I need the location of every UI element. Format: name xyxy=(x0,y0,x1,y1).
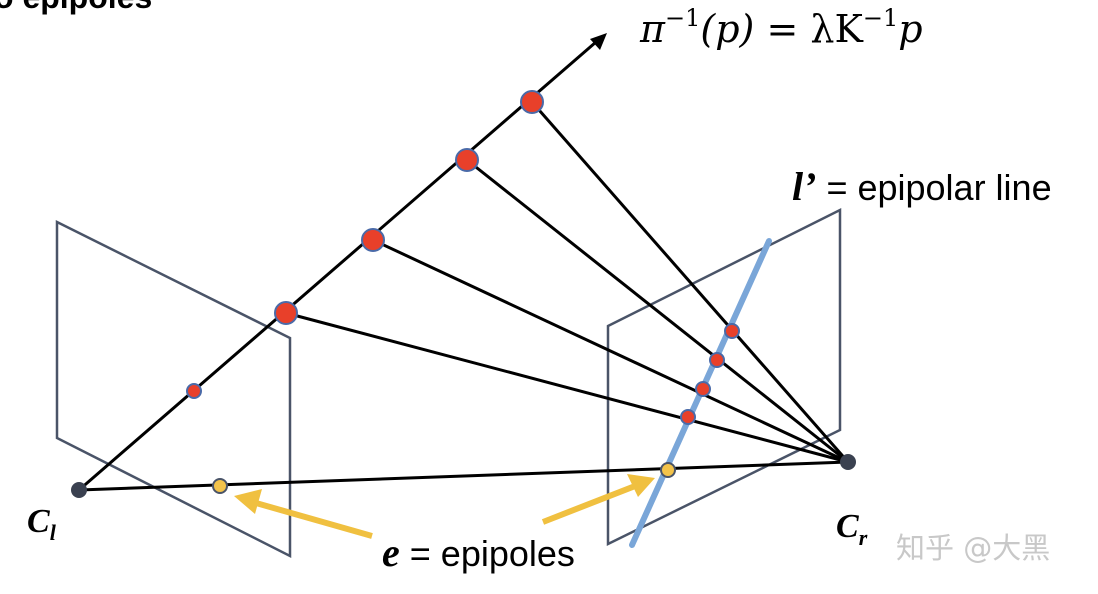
title-fragment: o epipoles xyxy=(0,0,152,15)
right-epipole xyxy=(660,462,676,478)
ray-arrowhead xyxy=(590,33,607,50)
left-camera-center xyxy=(71,482,87,498)
projection-ray-1 xyxy=(530,101,850,463)
watermark: 知乎 @大黑 xyxy=(896,531,1050,565)
epipole-arrow-right-head xyxy=(627,474,655,497)
backprojection-ray xyxy=(78,40,597,492)
left-epipole xyxy=(212,478,228,494)
left-image-plane xyxy=(55,219,292,559)
world-point-3 xyxy=(361,228,385,252)
right-image-point-1 xyxy=(724,323,740,339)
right-image-plane xyxy=(606,207,842,547)
baseline xyxy=(78,460,849,492)
projection-ray-4 xyxy=(285,311,849,464)
right-image-point-3 xyxy=(695,381,711,397)
epipoles-label: e = epipoles xyxy=(382,530,575,575)
right-image-point-4 xyxy=(680,409,696,425)
world-point-1 xyxy=(520,90,544,114)
left-image-point xyxy=(186,383,202,399)
right-camera-center xyxy=(840,454,856,470)
left-camera-label: Cl xyxy=(27,503,57,545)
right-image-point-2 xyxy=(709,352,725,368)
backprojection-formula: π−1(p) = λK−1p xyxy=(639,4,923,51)
epipole-arrow-left-head xyxy=(234,489,262,514)
epipolar-line-label: l’ = epipolar line xyxy=(792,164,1052,209)
epipole-arrow-left xyxy=(255,500,373,539)
epipole-arrow-right xyxy=(541,483,637,525)
projection-ray-3 xyxy=(372,238,849,464)
world-point-4 xyxy=(274,301,298,325)
right-camera-label: Cr xyxy=(836,508,868,550)
world-point-2 xyxy=(455,148,479,172)
projection-ray-2 xyxy=(466,158,849,464)
